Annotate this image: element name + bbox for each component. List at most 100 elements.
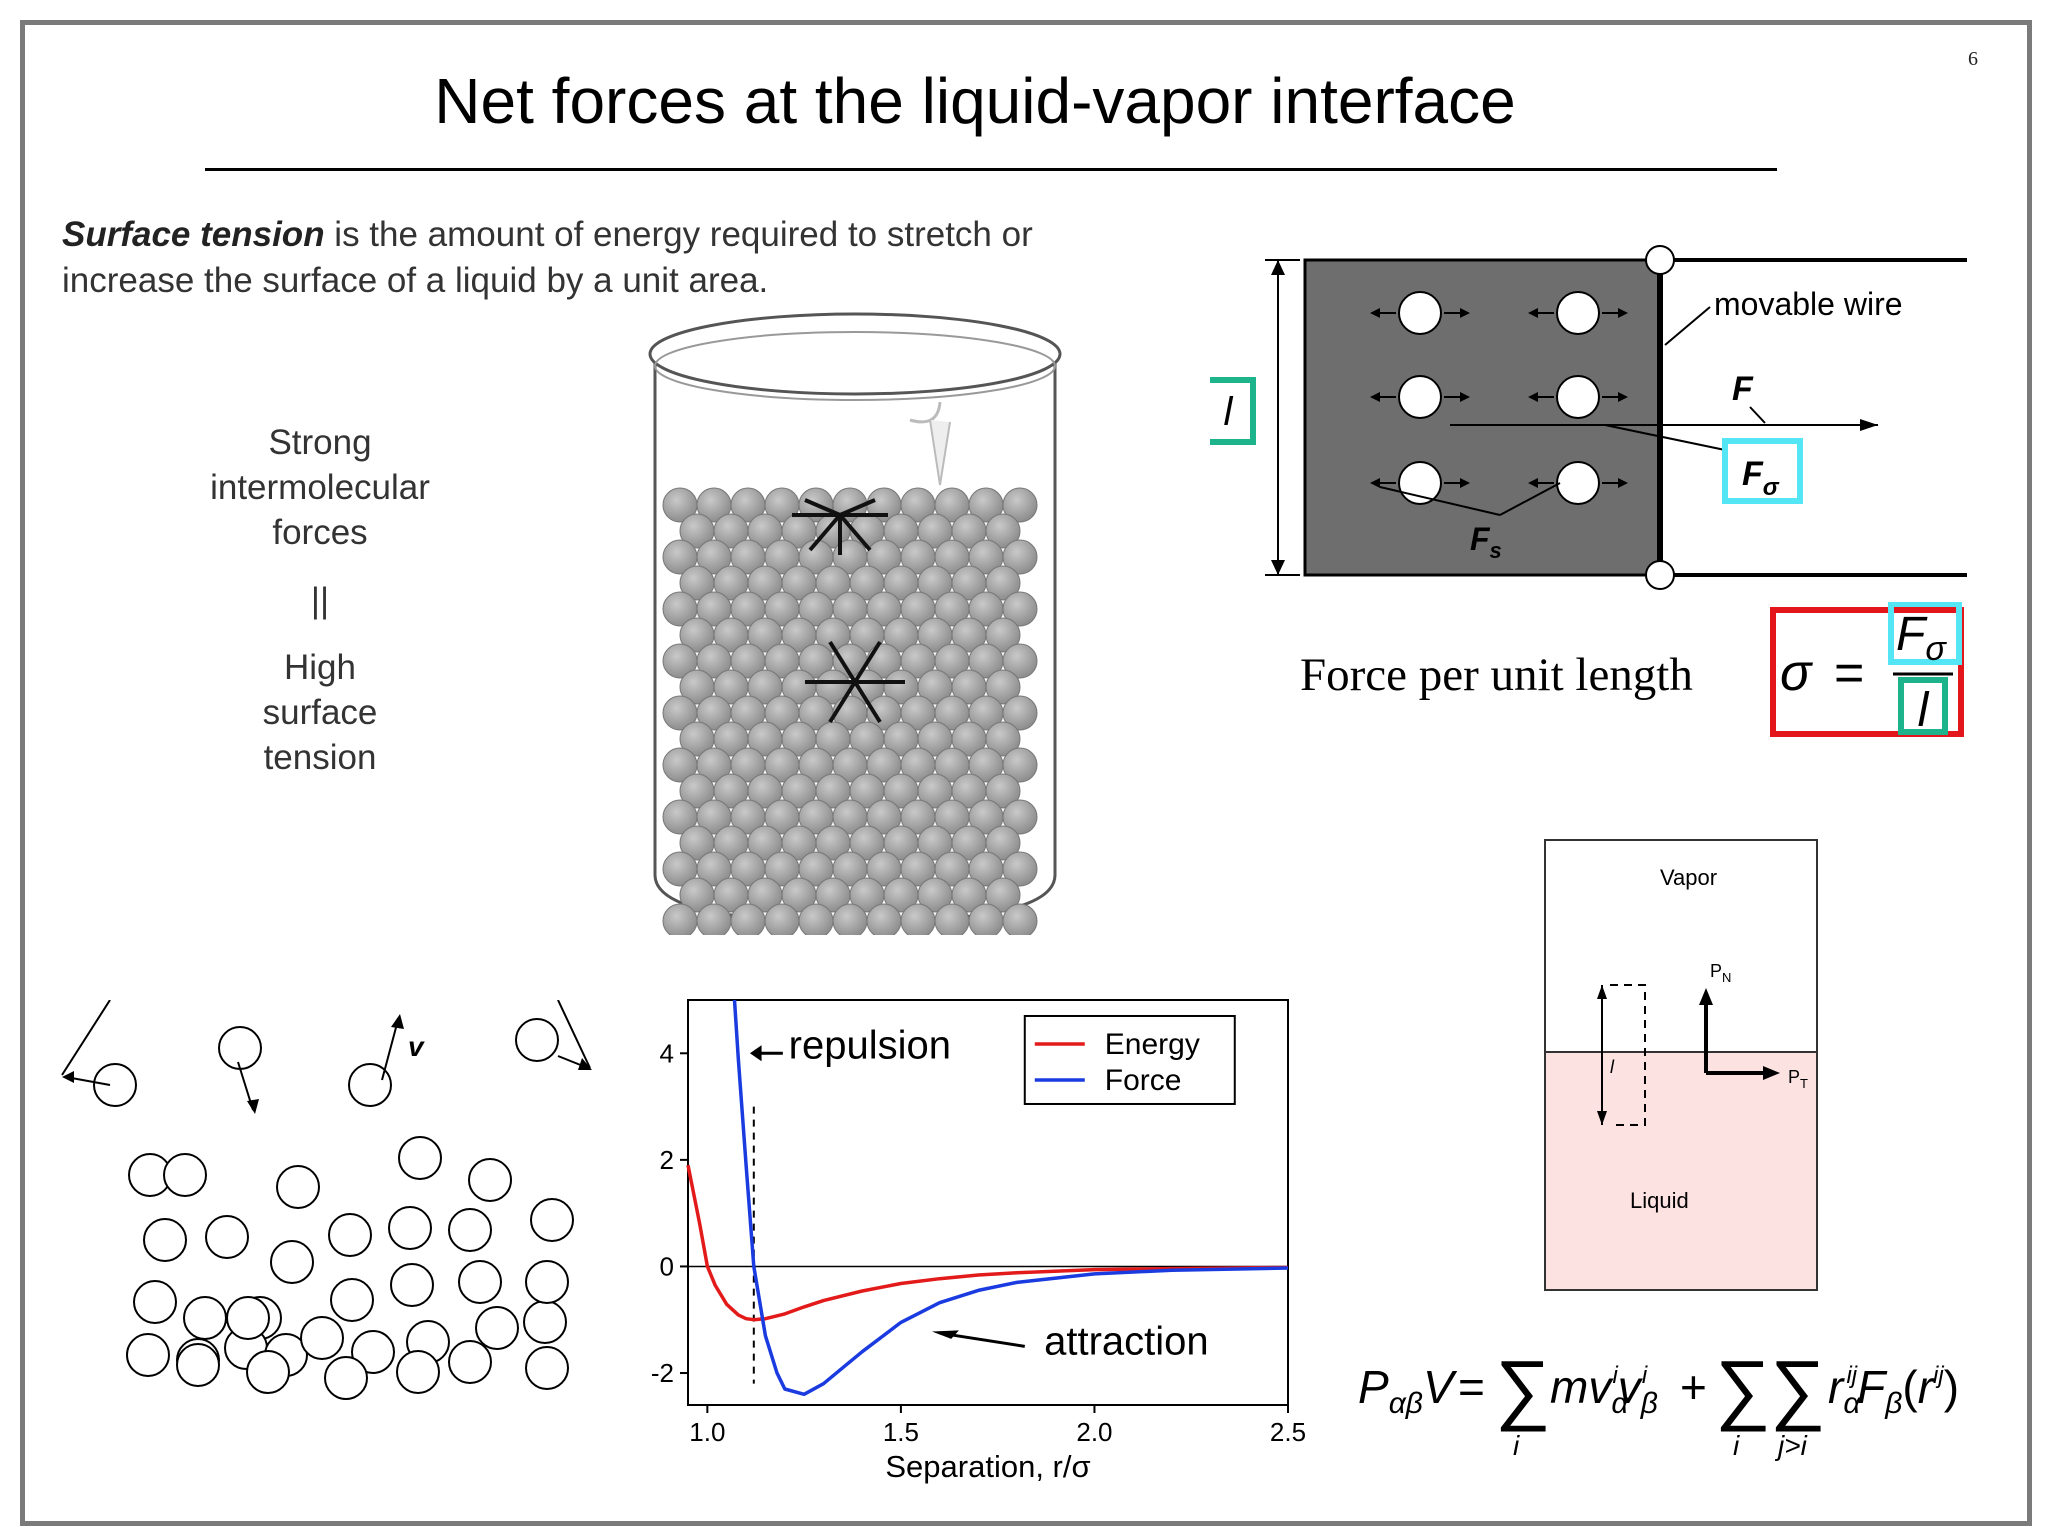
film-molecule (1398, 291, 1442, 335)
sum-index-1: i (1513, 1430, 1520, 1461)
slide-title: Net forces at the liquid-vapor interface (434, 65, 1516, 137)
liquid-molecule (1002, 539, 1038, 575)
y-tick-label: -2 (651, 1358, 674, 1388)
liquid-molecule (1002, 695, 1038, 731)
annotation-repulsion: repulsion (789, 1024, 951, 1068)
virial-pressure-equation: PαβV = ∑ i mvαivβi + ∑ i ∑ j>i rαijFβ(ri… (1358, 1345, 1959, 1461)
PT-label: PT (1788, 1067, 1808, 1091)
surface-molecule (205, 1215, 249, 1259)
film-molecule (1556, 291, 1600, 335)
surface-molecule (390, 1263, 434, 1307)
liquid-molecule (985, 825, 1021, 861)
surface-molecule (525, 1260, 569, 1304)
liquid-molecule (934, 903, 970, 935)
film-molecule (1398, 375, 1442, 419)
liquid-molecule (900, 903, 936, 935)
surface-molecule (246, 1350, 290, 1394)
force-F-label: F (1732, 370, 1754, 408)
film-molecule (1556, 461, 1600, 505)
sum-index-2: i (1733, 1430, 1740, 1461)
surface-tension-formula: σ = Fσ l (1770, 602, 1964, 737)
surface-molecule (328, 1213, 372, 1257)
beaker-illustration (648, 312, 1062, 935)
equation-term1: mvαivβi (1550, 1361, 1658, 1420)
liquid-molecule (866, 903, 902, 935)
surface-molecule (143, 1218, 187, 1262)
formula-denominator: l (1918, 684, 1930, 737)
surface-molecule (93, 1063, 137, 1107)
surface-molecule (348, 1063, 392, 1107)
x-tick-label: 2.0 (1076, 1417, 1112, 1447)
length-highlight-box (1210, 377, 1256, 445)
surface-molecule (351, 1330, 395, 1374)
series-line-energy (686, 1164, 1289, 1322)
film-molecule-arrowhead (1528, 308, 1538, 318)
surface-molecule (330, 1278, 374, 1322)
series-line-force (732, 999, 1289, 1397)
page-number: 6 (1968, 48, 1978, 70)
surface-molecule (398, 1136, 442, 1180)
side-caption-tension: tension (263, 738, 377, 777)
x-tick-label: 1.0 (689, 1417, 725, 1447)
equation-lhs: PαβV (1358, 1361, 1458, 1420)
film-molecule-arrowhead (1460, 478, 1470, 488)
surface-molecule (475, 1306, 519, 1350)
molecules-diagram: v (61, 1000, 592, 1400)
x-tick-label: 2.5 (1270, 1417, 1306, 1447)
plot-area (687, 999, 1289, 1406)
liquid-molecule (764, 903, 800, 935)
interface-diagram: Vapor Liquid l PN PT (1544, 839, 1818, 1291)
film-molecule-arrowhead (1460, 392, 1470, 402)
control-volume (1610, 984, 1646, 1126)
definition-text: is the amount of energy required to stre… (62, 215, 1033, 300)
film-molecule-arrowhead (1370, 392, 1380, 402)
surface-molecule (324, 1356, 368, 1400)
liquid-molecules (662, 487, 1038, 935)
PN-label: PN (1710, 961, 1731, 985)
numerator-highlight-box (1888, 602, 1962, 665)
formula-sigma: σ (1780, 644, 1813, 702)
y-tick-label: 2 (660, 1145, 674, 1175)
length-label: l (1224, 390, 1234, 434)
surface-molecule (448, 1340, 492, 1384)
surface-molecule (126, 1333, 170, 1377)
equation-equals: = (1458, 1361, 1485, 1413)
annotation-arrowhead (931, 1330, 959, 1339)
liquid-molecule (1002, 591, 1038, 627)
equation-plus: + (1680, 1361, 1707, 1413)
x-tick-label: 1.5 (883, 1417, 919, 1447)
surface-molecule-force-arrows (792, 498, 888, 555)
surface-molecules (93, 1018, 574, 1400)
film-molecule-arrowhead (1618, 392, 1628, 402)
surface-molecule (530, 1198, 574, 1242)
liquid-film (1303, 258, 1662, 577)
F-sigma-label: Fσ (1742, 455, 1780, 501)
liquid-molecule (1002, 851, 1038, 887)
vapor-label: Vapor (1660, 865, 1717, 890)
liquid-molecule (968, 903, 1004, 935)
surface-molecule (270, 1240, 314, 1284)
surface-molecule (458, 1260, 502, 1304)
film-molecule (1556, 375, 1600, 419)
legend-label-force: Force (1105, 1064, 1182, 1097)
surface-molecule (525, 1346, 569, 1390)
force-per-length-label: Force per unit length (1300, 649, 1693, 701)
film-molecule-arrowhead (1528, 392, 1538, 402)
surface-molecule (163, 1153, 207, 1197)
annotation-arrowhead (749, 1045, 762, 1062)
movable-wire-label: movable wire (1714, 286, 1903, 322)
liquid-molecule (985, 721, 1021, 757)
formula-highlight-box (1770, 607, 1964, 737)
surface-molecule (218, 1026, 262, 1070)
bulk-molecule-force-arrows (805, 640, 905, 724)
liquid-molecule (832, 903, 868, 935)
velocity-label: v (408, 1031, 425, 1062)
surface-molecule (183, 1296, 227, 1340)
liquid-molecule (696, 903, 732, 935)
film-molecules (1370, 291, 1628, 505)
annotation-attraction: attraction (1044, 1319, 1209, 1363)
liquid-molecule (730, 903, 766, 935)
chart-legend (1023, 1014, 1236, 1105)
side-caption-forces: forces (272, 513, 368, 552)
surface-molecule (388, 1206, 432, 1250)
